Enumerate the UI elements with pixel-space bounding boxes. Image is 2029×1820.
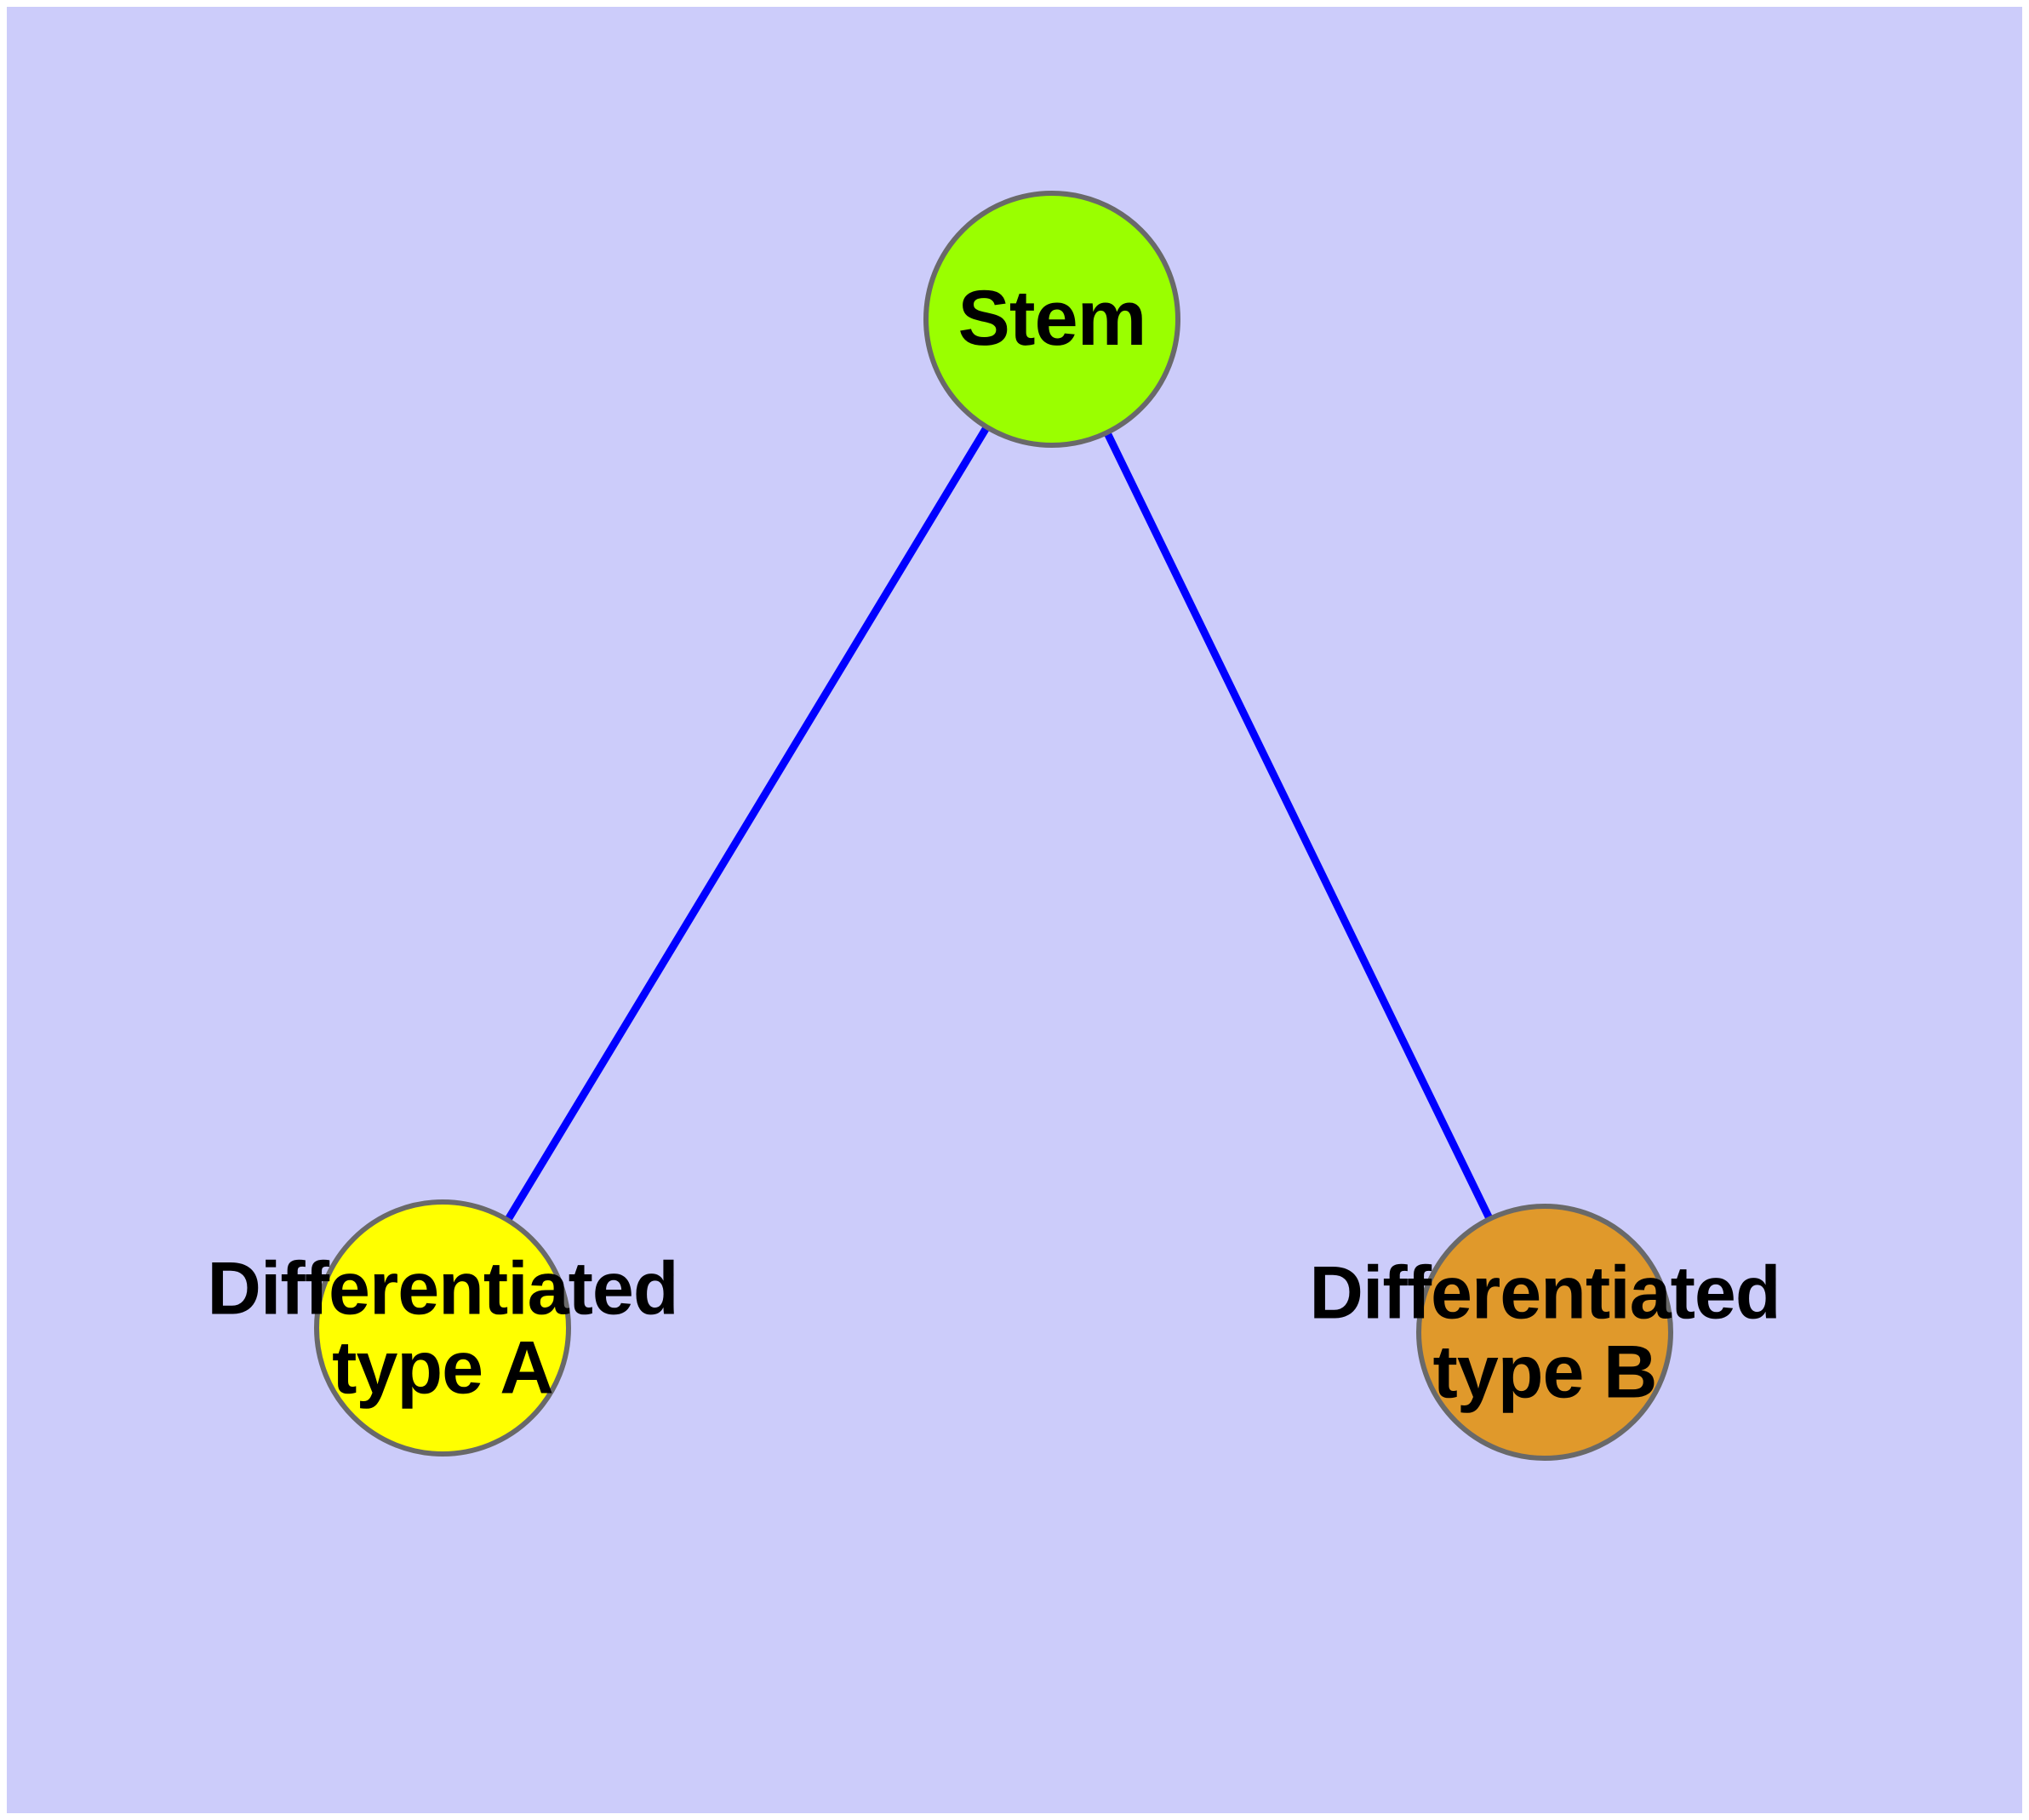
edge-stem-diff-a[interactable]: [439, 317, 1055, 1331]
node-layer: [314, 191, 1673, 1461]
node-diff_a[interactable]: [314, 1199, 571, 1457]
node-stem[interactable]: [923, 191, 1180, 448]
edge-stem-diff-b[interactable]: [1048, 318, 1549, 1334]
node-diff_b[interactable]: [1416, 1204, 1673, 1461]
edge-layer: [439, 317, 1549, 1334]
